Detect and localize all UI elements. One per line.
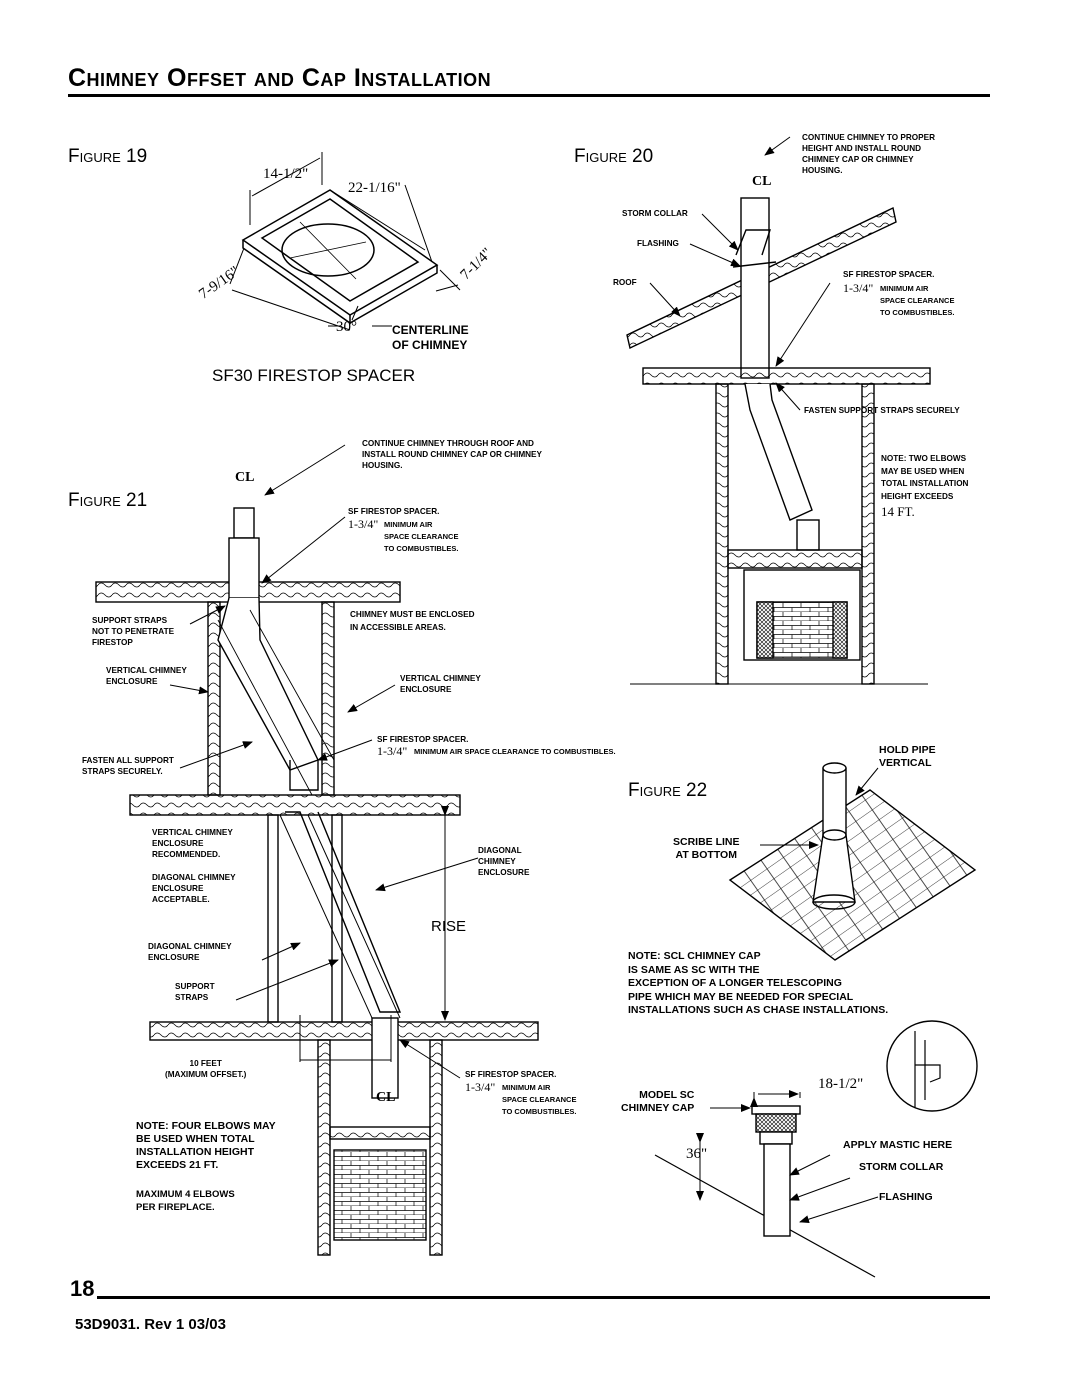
page-title: Chimney Offset and Cap Installation (68, 64, 492, 92)
figure-21-offset-chimney (95, 444, 539, 1256)
two-elbows-note: NOTE: TWO ELBOWS MAY BE USED WHEN TOTAL … (881, 454, 969, 501)
continue-chimney-note-21: CONTINUE CHIMNEY THROUGH ROOF AND INSTAL… (362, 439, 542, 470)
enclosed-note: CHIMNEY MUST BE ENCLOSED IN ACCESSIBLE A… (350, 610, 475, 632)
spacer-rest-20: MINIMUM AIR SPACE CLEARANCE TO COMBUSTIB… (880, 284, 955, 317)
scribe-line-label: SCRIBE LINE AT BOTTOM (673, 836, 740, 861)
ten-feet-offset: 10 FEET (MAXIMUM OFFSET.) (165, 1059, 247, 1079)
angle-30: 30° (336, 319, 357, 335)
support-straps-lower: SUPPORT STRAPS (175, 982, 215, 1002)
figure-22-label: Figure 22 (628, 780, 708, 801)
dimension-22-1-16: 22-1/16" (348, 180, 401, 196)
spacer-title-20: SF FIRESTOP SPACER. (843, 270, 935, 279)
spacer3-title: SF FIRESTOP SPACER. (465, 1070, 557, 1079)
note-height-14ft: 14 FT. (881, 504, 915, 519)
spacer2-title: SF FIRESTOP SPACER. (377, 735, 469, 744)
storm-collar-label-22: STORM COLLAR (859, 1161, 944, 1173)
centerline-mark-20: CL (752, 174, 772, 189)
cap-height-dimension: 36" (686, 1146, 708, 1162)
figure-19-label: Figure 19 (68, 146, 148, 167)
figure-22-cap-installation (654, 762, 978, 1278)
spacer1-dim: 1-3/4" (348, 517, 379, 531)
document-number: 53D9031. Rev 1 03/03 (75, 1316, 226, 1333)
diagonal-enclosure-right: DIAGONAL CHIMNEY ENCLOSURE (478, 846, 530, 877)
rise-label: RISE (431, 918, 467, 935)
spacer1-rest: MINIMUM AIR SPACE CLEARANCE TO COMBUSTIB… (384, 520, 459, 553)
spacer2-rest: MINIMUM AIR SPACE CLEARANCE TO COMBUSTIB… (414, 747, 616, 756)
support-straps-note: SUPPORT STRAPS NOT TO PENETRATE FIRESTOP (92, 616, 175, 647)
title-rule (68, 94, 990, 97)
four-elbows-note: NOTE: FOUR ELBOWS MAY BE USED WHEN TOTAL… (136, 1120, 276, 1171)
fasten-straps-label: FASTEN SUPPORT STRAPS SECURELY (804, 406, 960, 415)
sf30-caption: SF30 FIRESTOP SPACER (212, 366, 416, 385)
continue-chimney-note-20: CONTINUE CHIMNEY TO PROPER HEIGHT AND IN… (802, 133, 935, 175)
vertical-enclosure-right: VERTICAL CHIMNEY ENCLOSURE (400, 674, 481, 694)
spacer-dim-20: 1-3/4" (843, 281, 874, 295)
dimension-14-1-2: 14-1/2" (263, 166, 309, 182)
apply-mastic-label: APPLY MASTIC HERE (843, 1139, 953, 1151)
centerline-mark-21: CL (235, 470, 255, 485)
spacer1-title: SF FIRESTOP SPACER. (348, 507, 440, 516)
storm-collar-label: STORM COLLAR (622, 209, 688, 218)
scl-cap-note: NOTE: SCL CHIMNEY CAP IS SAME AS SC WITH… (628, 950, 889, 1016)
centerline-mark-21b: CL (376, 1090, 396, 1105)
centerline-label: CENTERLINE OF CHIMNEY (392, 323, 469, 352)
hold-pipe-label: HOLD PIPE VERTICAL (879, 744, 936, 769)
spacer3-dim: 1-3/4" (465, 1080, 496, 1094)
diagonal-enclosure-left: DIAGONAL CHIMNEY ENCLOSURE (148, 942, 232, 962)
page-number: 18 (70, 1276, 95, 1301)
figure-21-label: Figure 21 (68, 490, 148, 511)
vertical-recommended-note: VERTICAL CHIMNEY ENCLOSURE RECOMMENDED. (152, 828, 233, 859)
flashing-label: FLASHING (637, 239, 679, 248)
diagonal-acceptable-note: DIAGONAL CHIMNEY ENCLOSURE ACCEPTABLE. (152, 873, 236, 904)
flashing-label-22: FLASHING (879, 1191, 933, 1203)
figure-20-label: Figure 20 (574, 146, 654, 167)
spacer3-rest: MINIMUM AIR SPACE CLEARANCE TO COMBUSTIB… (502, 1083, 577, 1116)
spacer2-dim: 1-3/4" (377, 744, 408, 758)
roof-label: ROOF (613, 278, 637, 287)
figure-20-elbow-chimney (626, 136, 931, 685)
fasten-all-note: FASTEN ALL SUPPORT STRAPS SECURELY. (82, 756, 174, 776)
max-elbows-note: MAXIMUM 4 ELBOWS PER FIREPLACE. (136, 1189, 235, 1213)
cap-width-dimension: 18-1/2" (818, 1076, 864, 1092)
firestop-spacer-drawing (229, 152, 461, 331)
vertical-enclosure-left: VERTICAL CHIMNEY ENCLOSURE (106, 666, 187, 686)
model-sc-label: MODEL SC CHIMNEY CAP (621, 1089, 695, 1114)
